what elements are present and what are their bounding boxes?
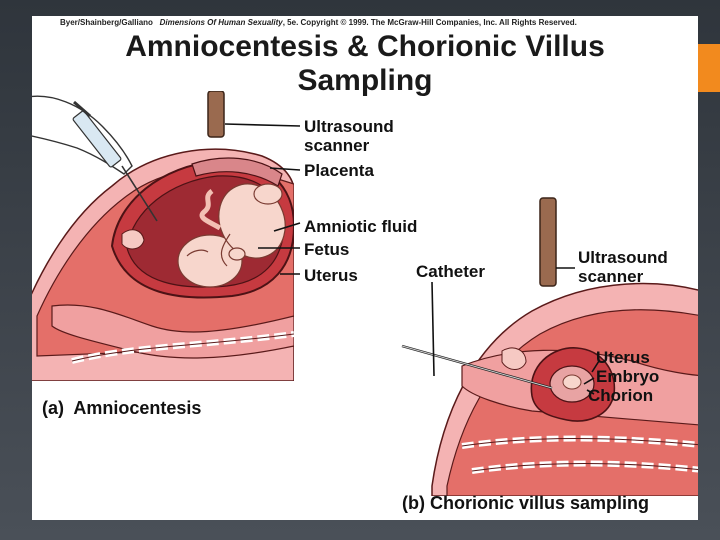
caption-a-text: Amniocentesis <box>73 398 202 418</box>
placenta <box>191 157 283 187</box>
amniocentesis-illustration <box>32 91 301 381</box>
label-catheter: Catheter <box>416 262 485 281</box>
embryo-b <box>562 374 582 390</box>
caption-b: (b) Chorionic villus sampling <box>402 493 649 514</box>
page-title: Amniocentesis & Chorionic Villus Samplin… <box>32 30 698 98</box>
bladder <box>51 304 294 359</box>
ultrasound-probe-b <box>539 197 557 287</box>
ovary-b <box>501 347 527 370</box>
leader-lines-a <box>224 123 301 275</box>
copyright-authors: Byer/Shainberg/Galliano <box>60 18 153 27</box>
label-amniotic-fluid: Amniotic fluid <box>304 217 418 236</box>
caption-b-text: Chorionic villus sampling <box>430 493 650 513</box>
umbilical-cord <box>199 188 222 231</box>
fetus-figure <box>177 183 286 288</box>
title-line-1: Amniocentesis & Chorionic Villus <box>125 30 605 63</box>
label-embryo: Embryo <box>596 367 660 386</box>
copyright-book: Dimensions Of Human Sexuality <box>159 18 283 27</box>
ultrasound-probe-a <box>207 91 225 138</box>
syringe <box>72 100 158 222</box>
label-placenta: Placenta <box>304 161 374 180</box>
caption-a-letter: (a) <box>42 398 64 418</box>
caption-a: (a) Amniocentesis <box>42 398 201 419</box>
label-uterus-a: Uterus <box>304 266 358 285</box>
illustration <box>32 91 698 496</box>
label-uterus-b: Uterus <box>596 348 650 367</box>
label-chorion: Chorion <box>588 386 654 405</box>
ovary-a <box>121 229 145 250</box>
label-ultrasound-scanner-a: Ultrasound scanner <box>304 117 394 155</box>
title-line-2: Sampling <box>297 64 433 97</box>
label-fetus: Fetus <box>304 240 350 259</box>
accent-bar <box>698 44 720 92</box>
copyright-rest: , 5e. Copyright © 1999. The McGraw-Hill … <box>282 18 577 27</box>
copyright-line: Byer/Shainberg/Galliano Dimensions Of Hu… <box>60 18 577 27</box>
cvs-illustration <box>401 197 698 496</box>
caption-b-letter: (b) <box>402 493 425 513</box>
label-ultrasound-scanner-b: Ultrasound scanner <box>578 248 668 286</box>
figure-panel: Byer/Shainberg/Galliano Dimensions Of Hu… <box>32 16 698 520</box>
leader-lines-b <box>431 267 600 395</box>
